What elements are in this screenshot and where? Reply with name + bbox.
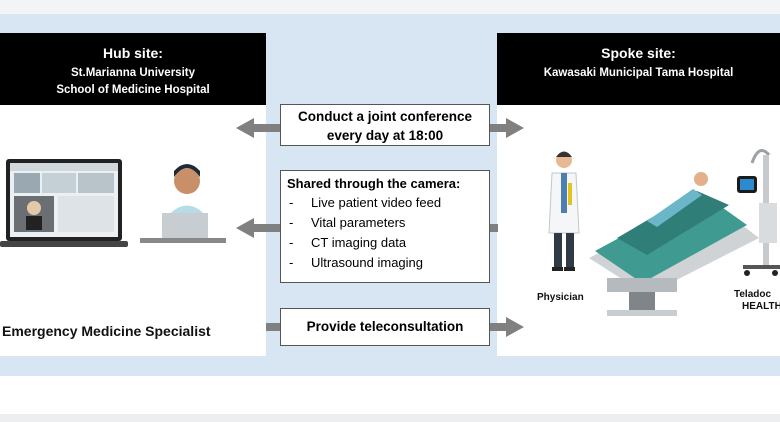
top-strip (0, 0, 780, 14)
list-item: Live patient video feed (287, 193, 483, 213)
specialist-label: Emergency Medicine Specialist (2, 323, 211, 339)
hub-panel: Hub site: St.Marianna University School … (0, 33, 266, 356)
teleconsultation-label: Provide teleconsultation (306, 319, 464, 334)
spoke-panel: Spoke site: Kawasaki Municipal Tama Hosp… (497, 33, 780, 356)
patient-bed-icon (589, 172, 759, 316)
physician-label: Physician (537, 292, 584, 303)
hub-header: Hub site: St.Marianna University School … (0, 33, 266, 105)
bottom-strip (0, 414, 780, 422)
shared-heading: Shared through the camera: (287, 176, 461, 191)
hub-name-line2: School of Medicine Hospital (56, 84, 210, 96)
conference-box: Conduct a joint conference every day at … (280, 104, 490, 146)
list-item: CT imaging data (287, 233, 483, 253)
device-label-1: Teladoc (734, 289, 772, 300)
hub-name-line1: St.Marianna University (71, 67, 195, 79)
teleconsultation-box: Provide teleconsultation (280, 308, 490, 346)
arrow-conference-right (490, 118, 524, 138)
arrow-shared-tail (490, 224, 498, 232)
arrow-tele-right (490, 317, 524, 337)
conference-line1: Conduct a joint conference (297, 109, 473, 124)
shared-list: Live patient video feed Vital parameters… (287, 193, 483, 273)
hub-illustration (0, 159, 226, 247)
hub-title: Hub site: (103, 45, 163, 61)
spoke-header: Spoke site: Kawasaki Municipal Tama Hosp… (497, 33, 780, 105)
list-item: Ultrasound imaging (287, 253, 483, 273)
laptop-icon (0, 159, 128, 247)
device-label-2: HEALTH (742, 301, 780, 312)
telehealth-cart-icon (737, 149, 780, 276)
arrow-shared-left (236, 218, 280, 238)
physician-icon (548, 151, 580, 271)
spoke-illustration (548, 149, 780, 316)
arrow-conference-left (236, 118, 280, 138)
conference-line2: every day at 18:00 (326, 128, 444, 143)
specialist-avatar-icon (140, 164, 226, 243)
list-item: Vital parameters (287, 213, 483, 233)
spoke-name-line1: Kawasaki Municipal Tama Hospital (543, 67, 734, 79)
shared-data-box: Shared through the camera: Live patient … (280, 170, 490, 283)
arrow-tele-tail (266, 323, 280, 331)
spoke-title: Spoke site: (601, 45, 676, 61)
